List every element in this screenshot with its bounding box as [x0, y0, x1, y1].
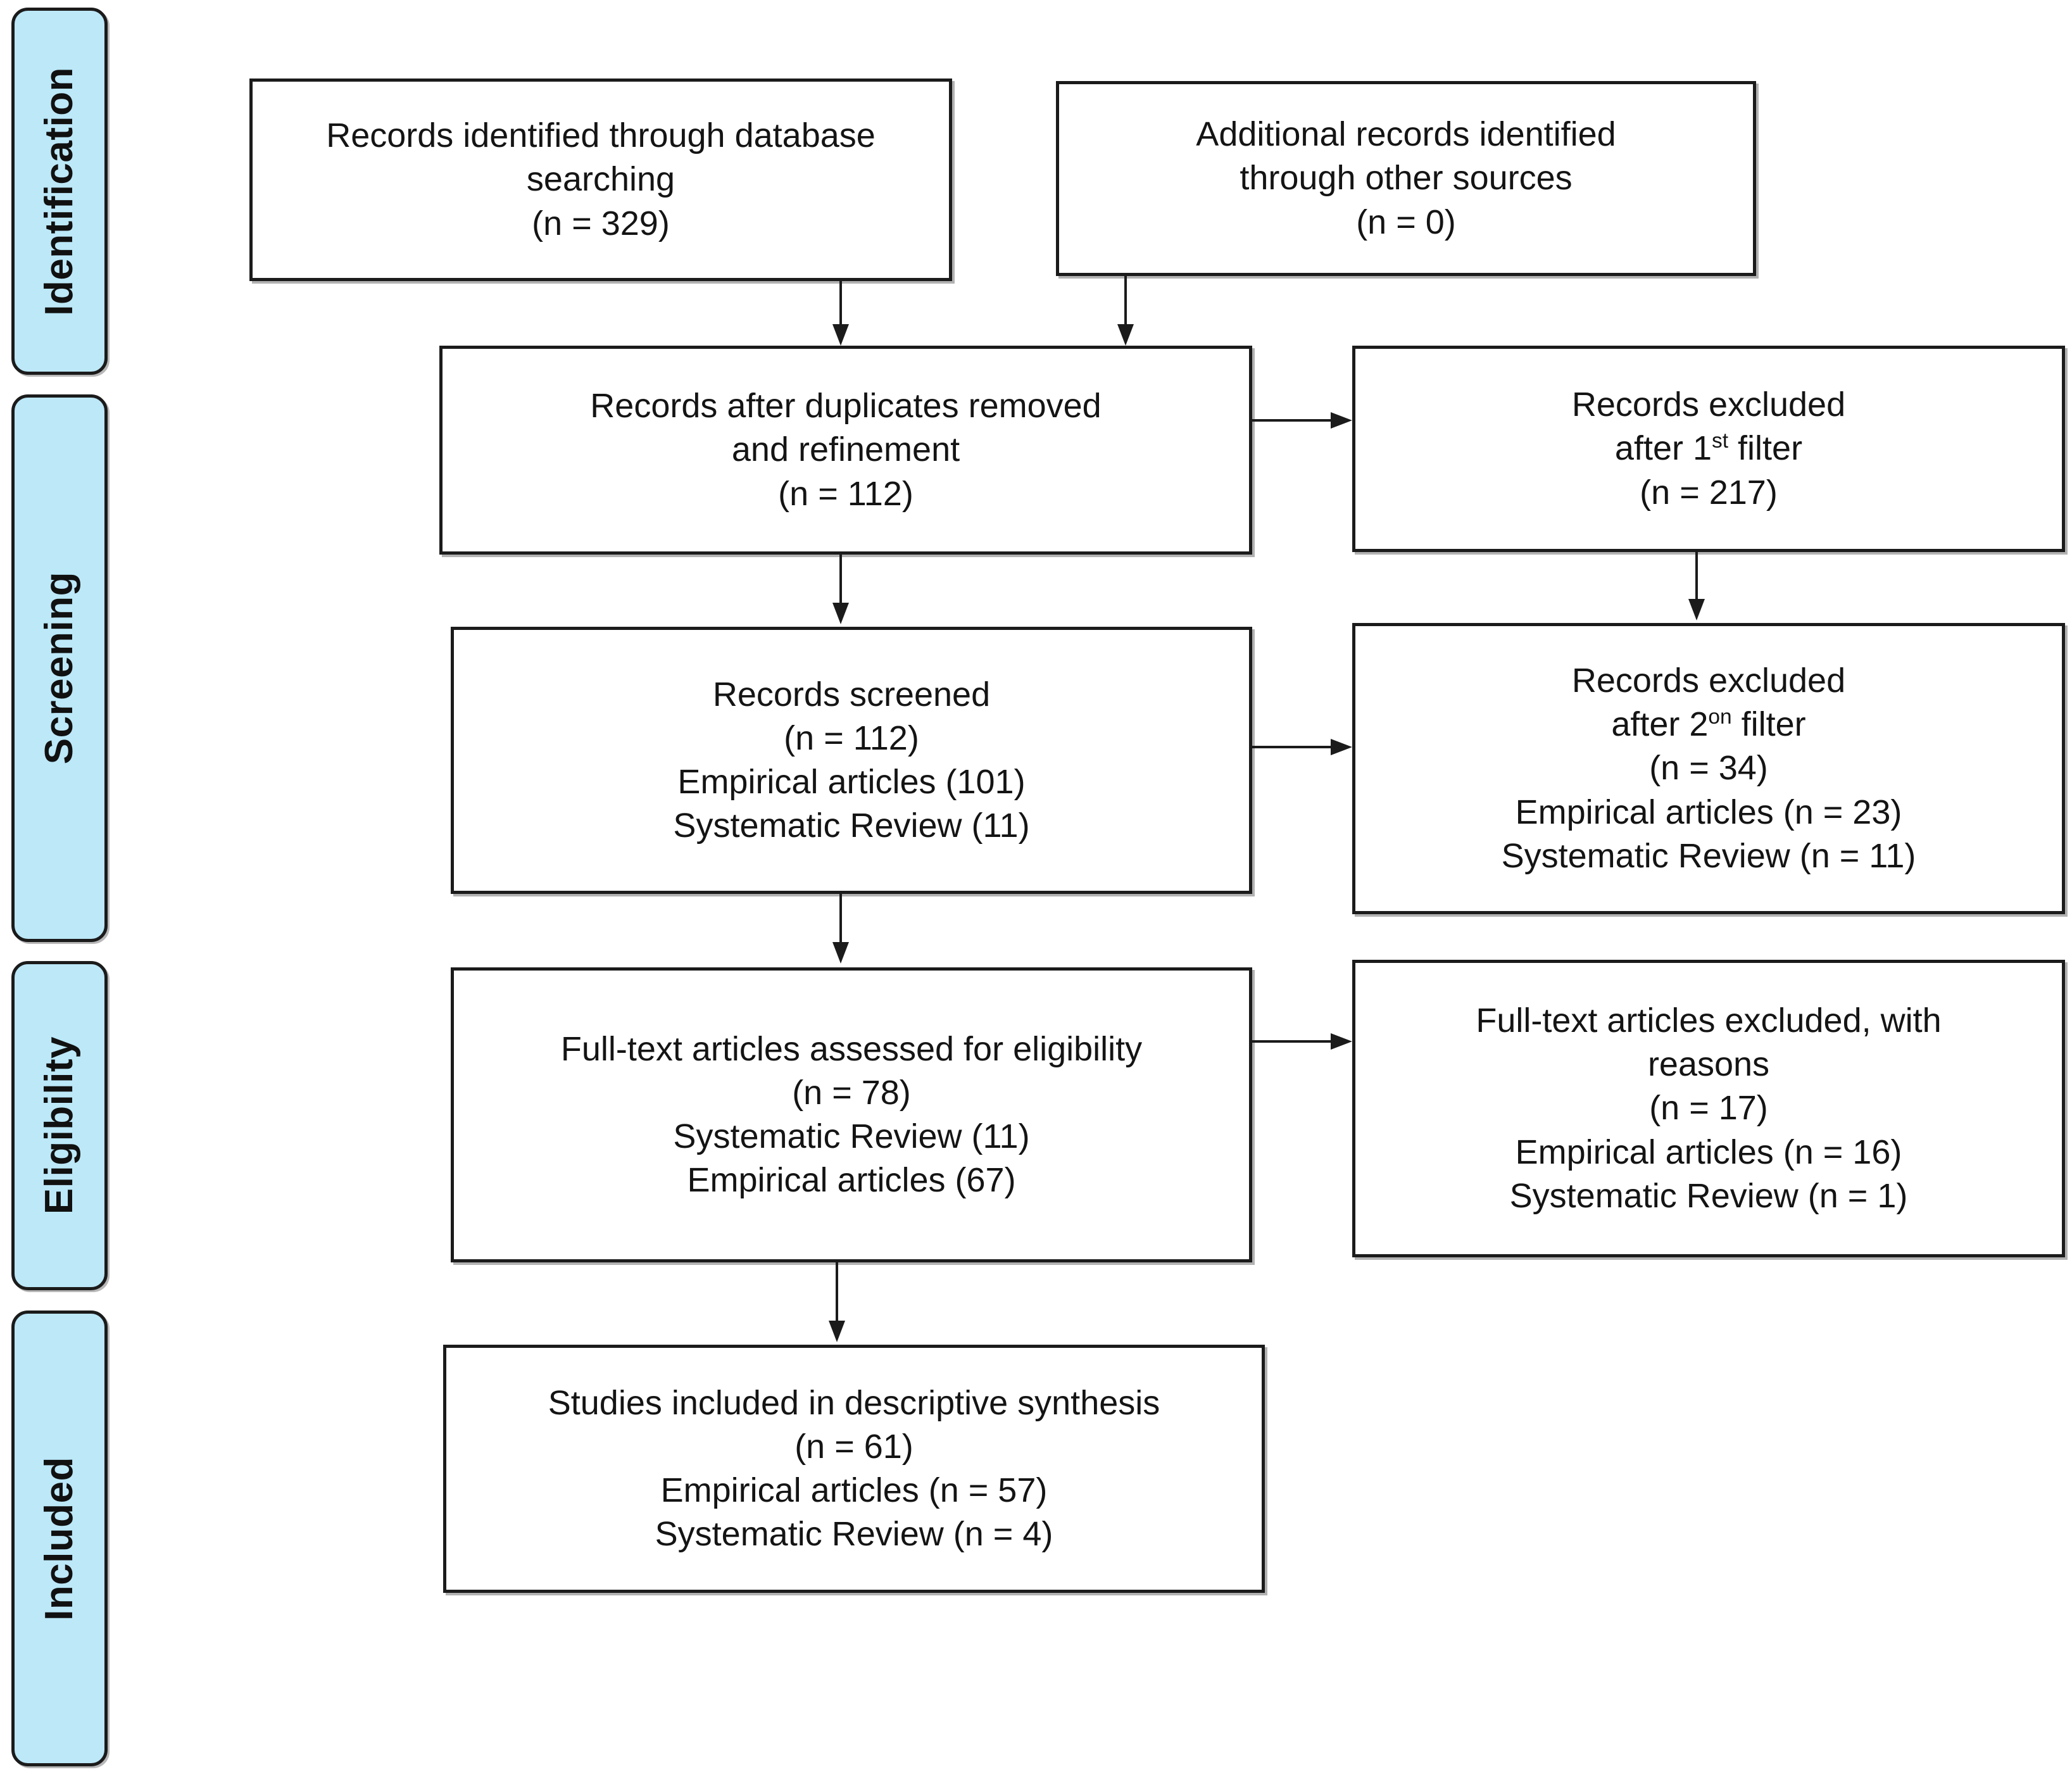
- node-records-after-duplicates: Records after duplicates removed and ref…: [439, 346, 1252, 555]
- connector-screened-to-excluded-second: [1252, 746, 1333, 748]
- connector-duplicates-to-excluded-first: [1252, 419, 1333, 422]
- arrowhead-screened-to-fulltext: [832, 942, 849, 964]
- phase-identification: Identification: [11, 8, 108, 375]
- phase-eligibility-label: Eligibility: [37, 1036, 81, 1215]
- phase-included: Included: [11, 1311, 108, 1766]
- node-line: Systematic Review (11): [673, 807, 1030, 845]
- connector-screened-to-fulltext: [839, 894, 842, 946]
- arrowhead-fulltext-to-excluded: [1331, 1033, 1352, 1050]
- node-line: Full-text articles assessed for eligibil…: [560, 1029, 1143, 1068]
- node-line: (n = 34): [1649, 749, 1768, 788]
- node-line: (n = 0): [1356, 203, 1456, 241]
- node-line: Records screened: [712, 675, 991, 713]
- node-records-identified-database: Records identified through database sear…: [249, 79, 952, 281]
- node-line: Studies included in descriptive synthesi…: [548, 1383, 1160, 1422]
- node-records-excluded-first-filter: Records excluded after 1st filter (n = 2…: [1352, 346, 2065, 552]
- node-line: (n = 61): [794, 1427, 914, 1466]
- node-line: Empirical articles (n = 16): [1515, 1133, 1902, 1171]
- node-line: Records after duplicates removed: [590, 387, 1102, 425]
- node-line: Empirical articles (n = 57): [660, 1471, 1048, 1509]
- node-line: after 2on filter: [1611, 705, 1806, 744]
- node-line: Systematic Review (n = 1): [1509, 1176, 1908, 1215]
- node-line: Systematic Review (n = 4): [655, 1515, 1053, 1554]
- phase-eligibility: Eligibility: [11, 961, 108, 1290]
- node-line: Empirical articles (101): [677, 763, 1026, 801]
- connector-db-search-to-duplicates: [839, 281, 842, 329]
- node-full-text-excluded-with-reasons: Full-text articles excluded, with reason…: [1352, 960, 2065, 1257]
- node-line: Systematic Review (n = 11): [1501, 836, 1916, 875]
- node-records-excluded-second-filter: Records excluded after 2on filter (n = 3…: [1352, 623, 2065, 914]
- arrowhead-screened-to-excluded-second: [1331, 739, 1352, 755]
- connector-excluded-first-to-excluded-second: [1695, 552, 1698, 601]
- arrowhead-db-search-to-duplicates: [832, 324, 849, 346]
- node-line: Empirical articles (67): [687, 1161, 1016, 1200]
- arrowhead-duplicates-to-excluded-first: [1331, 412, 1352, 429]
- node-line: (n = 112): [784, 719, 919, 757]
- arrowhead-duplicates-to-screened: [832, 603, 849, 624]
- node-line: (n = 217): [1640, 473, 1778, 512]
- connector-fulltext-to-included: [836, 1262, 838, 1326]
- node-line: (n = 17): [1649, 1089, 1768, 1128]
- phase-screening: Screening: [11, 394, 108, 942]
- connector-fulltext-to-excluded: [1252, 1040, 1333, 1043]
- arrowhead-fulltext-to-included: [829, 1321, 845, 1342]
- node-line: Full-text articles excluded, with: [1476, 1002, 1942, 1040]
- node-line: Systematic Review (11): [673, 1117, 1030, 1155]
- phase-screening-label: Screening: [37, 572, 81, 765]
- node-records-screened: Records screened (n = 112) Empirical art…: [451, 627, 1252, 894]
- connector-other-sources-to-duplicates: [1124, 276, 1127, 329]
- node-line: Additional records identified: [1196, 115, 1616, 154]
- node-line: Records identified through database: [326, 116, 876, 155]
- node-line: Records excluded: [1571, 662, 1846, 700]
- node-line: (n = 329): [532, 204, 670, 242]
- phase-included-label: Included: [37, 1456, 81, 1621]
- connector-duplicates-to-screened: [839, 555, 842, 607]
- node-full-text-assessed-eligibility: Full-text articles assessed for eligibil…: [451, 967, 1252, 1262]
- arrowhead-excluded-first-to-excluded-second: [1688, 599, 1705, 620]
- node-line: and refinement: [731, 431, 960, 469]
- node-line: searching: [526, 160, 675, 199]
- node-studies-included-descriptive-synthesis: Studies included in descriptive synthesi…: [443, 1345, 1265, 1593]
- node-line: (n = 78): [792, 1073, 911, 1112]
- arrowhead-other-sources-to-duplicates: [1117, 324, 1134, 346]
- node-line: after 1st filter: [1614, 429, 1803, 468]
- node-additional-records-other-sources: Additional records identified through ot…: [1056, 81, 1756, 276]
- node-line: through other sources: [1240, 159, 1573, 198]
- phase-identification-label: Identification: [37, 66, 81, 316]
- node-line: Empirical articles (n = 23): [1515, 793, 1902, 831]
- node-line: Records excluded: [1571, 386, 1846, 424]
- node-line: (n = 112): [778, 474, 914, 513]
- node-line: reasons: [1647, 1045, 1770, 1084]
